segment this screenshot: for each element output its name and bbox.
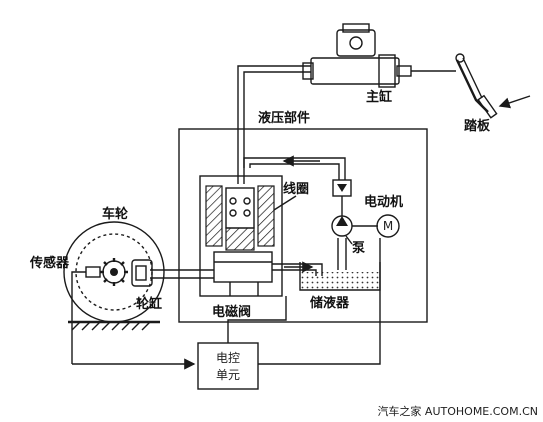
sensor-rotor (100, 258, 128, 286)
control-wiring (72, 238, 381, 370)
valve-to-reservoir-pipe (272, 261, 323, 276)
motor-symbol: M (383, 219, 393, 233)
check-valve (332, 179, 352, 197)
label-ecu-line2: 单元 (216, 368, 240, 382)
label-sensor: 传感器 (29, 255, 70, 271)
label-wheel: 车轮 (102, 206, 128, 222)
pump (331, 196, 378, 237)
valve-to-wheel-pipe (150, 269, 214, 279)
wheel-speed-sensor (71, 266, 101, 364)
label-pedal: 踏板 (464, 118, 491, 134)
leader-lines (273, 195, 353, 245)
master-cylinder (302, 23, 456, 88)
label-ecu-line1: 电控 (216, 351, 240, 365)
label-coil: 线圈 (283, 181, 309, 197)
label-pump: 泵 (352, 241, 365, 256)
hydraulic-unit-frame (178, 128, 428, 323)
watermark: 汽车之家 AUTOHOME.COM.CN (377, 404, 538, 418)
label-motor: 电动机 (364, 194, 403, 210)
label-hydraulic-unit: 液压部件 (258, 110, 310, 126)
return-line (243, 155, 346, 180)
brake-pedal (455, 53, 531, 119)
ecu-box (197, 342, 259, 390)
label-master-cylinder: 主缸 (366, 89, 392, 105)
ground (68, 320, 160, 331)
reservoir (299, 238, 381, 291)
electric-motor (376, 214, 400, 238)
wheel-cylinder (131, 259, 153, 287)
solenoid-valve (199, 175, 283, 297)
label-wheel-cylinder: 轮缸 (136, 296, 162, 312)
label-solenoid-valve: 电磁阀 (212, 304, 251, 320)
brake-line-master (237, 65, 311, 184)
label-reservoir: 储液器 (309, 295, 350, 311)
